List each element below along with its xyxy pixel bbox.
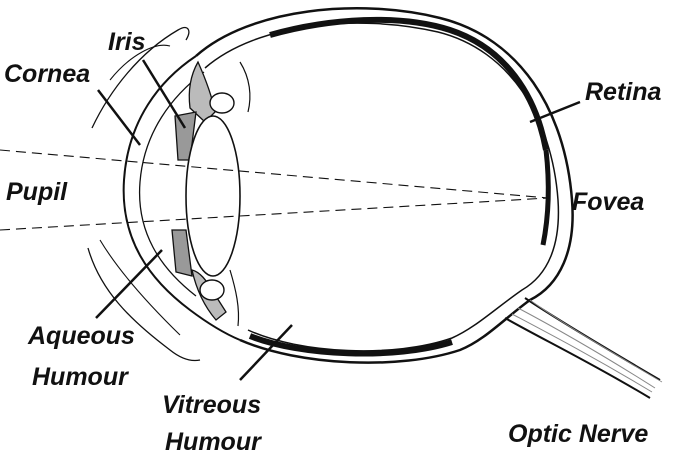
cornea-outline [122,55,241,341]
leader-vitreous [239,324,293,381]
retina-band-bottom [248,333,453,357]
sclera-outline [195,7,574,364]
light-ray-lower [0,197,549,231]
light-ray-upper [0,149,549,199]
eyelid-upper-2 [109,44,171,81]
cornea-inner [138,71,205,297]
label-vitreous-line2: Humour [165,428,262,456]
retina-band-top [269,16,549,151]
label-vitreous-line1: Vitreous [162,391,261,419]
label-pupil: Pupil [6,178,68,206]
label-aqueous-line2: Humour [32,363,129,391]
ciliary-body-upper [188,60,251,123]
label-optic-nerve: Optic Nerve [508,420,648,448]
leader-retina [529,100,581,124]
ciliary-body-lower [191,269,240,327]
eyelid-lower [87,247,201,362]
choroid-line [204,22,560,352]
label-retina: Retina [585,78,662,106]
retina-band-back [540,149,551,246]
optic-nerve [504,297,663,399]
leader-aqueous [95,249,163,319]
label-fovea: Fovea [572,188,644,216]
iris-lower [171,229,193,277]
leader-iris [141,59,187,129]
label-aqueous-line1: Aqueous [27,322,135,350]
label-iris: Iris [108,28,146,56]
lens [185,115,241,277]
leader-cornea [97,89,141,146]
eyelid-upper [91,26,190,129]
label-cornea: Cornea [4,60,90,88]
